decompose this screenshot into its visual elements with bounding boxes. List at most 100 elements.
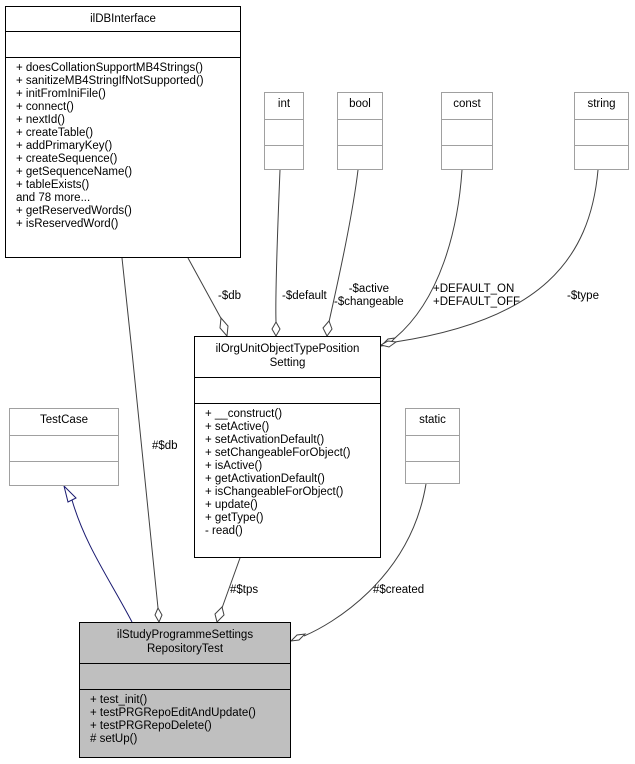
method-item: + tableExists() bbox=[16, 179, 90, 191]
methods-section bbox=[442, 145, 492, 169]
class-title: ilOrgUnitObjectTypePosition Setting bbox=[195, 337, 380, 377]
edge-label-active-changeable: -$active -$changeable bbox=[334, 283, 404, 309]
diamond-setting-repotest bbox=[214, 606, 225, 623]
methods-section: + doesCollationSupportMB4Strings() + san… bbox=[6, 57, 240, 231]
attributes-section bbox=[80, 663, 290, 689]
method-item: + initFromIniFile() bbox=[16, 88, 106, 100]
diamond-db-repotest bbox=[154, 606, 163, 624]
class-name: TestCase bbox=[40, 414, 88, 426]
method-item: # setUp() bbox=[90, 733, 138, 745]
method-item: + __construct() bbox=[205, 408, 283, 420]
methods-section: + __construct() + setActive() + setActiv… bbox=[195, 403, 380, 538]
methods-section bbox=[575, 145, 628, 169]
method-item: + createTable() bbox=[16, 127, 94, 139]
method-item: - read() bbox=[205, 525, 243, 537]
edge-label-line: +DEFAULT_OFF bbox=[433, 296, 521, 308]
method-item: + nextId() bbox=[16, 114, 65, 126]
method-item: + addPrimaryKey() bbox=[16, 140, 113, 152]
class-title: ilDBInterface bbox=[6, 7, 240, 31]
edge-bool-to-setting bbox=[328, 169, 359, 323]
edge-label-line: -$changeable bbox=[334, 296, 404, 308]
method-item: + testPRGRepoEditAndUpdate() bbox=[90, 707, 256, 719]
class-const: const bbox=[441, 92, 493, 170]
method-item: + setActive() bbox=[205, 421, 270, 433]
class-title: static bbox=[406, 409, 459, 435]
edge-label-default-on-off: +DEFAULT_ON +DEFAULT_OFF bbox=[433, 283, 520, 309]
class-name: ilDBInterface bbox=[90, 13, 156, 25]
more-methods-note: and 78 more... bbox=[16, 192, 91, 204]
diamond-db-setting bbox=[219, 316, 229, 338]
attributes-section bbox=[195, 377, 380, 403]
edge-label-line: +DEFAULT_ON bbox=[433, 283, 515, 295]
class-ilorgunitobjecttypepositionsetting: ilOrgUnitObjectTypePosition Setting + __… bbox=[194, 336, 381, 558]
method-item: + test_init() bbox=[90, 694, 148, 706]
class-bool: bool bbox=[337, 92, 383, 170]
class-name: int bbox=[277, 98, 291, 110]
method-item: + getReservedWords() bbox=[16, 205, 132, 217]
edge-label-default: -$default bbox=[282, 290, 327, 302]
class-name-line: RepositoryTest bbox=[146, 643, 224, 655]
method-item: + doesCollationSupportMB4Strings() bbox=[16, 62, 203, 74]
diamond-int-setting bbox=[271, 320, 281, 338]
attributes-section bbox=[575, 119, 628, 145]
edge-const-to-setting bbox=[394, 169, 463, 339]
class-title: const bbox=[442, 93, 492, 119]
class-title: ilStudyProgrammeSettings RepositoryTest bbox=[80, 623, 290, 663]
class-testcase: TestCase bbox=[9, 408, 119, 486]
edge-db-to-repotest bbox=[121, 257, 159, 609]
class-name: const bbox=[453, 98, 481, 110]
class-ilstudyprogrammesettingsrepositorytest: ilStudyProgrammeSettings RepositoryTest … bbox=[79, 622, 291, 758]
method-item: + isReservedWord() bbox=[16, 218, 119, 230]
edge-int-to-setting bbox=[275, 169, 281, 323]
class-name: static bbox=[419, 414, 446, 426]
edge-inheritance bbox=[71, 499, 133, 623]
method-item: + sanitizeMB4StringIfNotSupported() bbox=[16, 75, 204, 87]
diamond-bool-setting bbox=[322, 320, 333, 337]
method-item: + connect() bbox=[16, 101, 74, 113]
methods-section bbox=[10, 461, 118, 485]
methods-section bbox=[265, 145, 303, 169]
method-item: + testPRGRepoDelete() bbox=[90, 720, 212, 732]
class-int: int bbox=[264, 92, 304, 170]
edge-label-db-test: #$db bbox=[152, 440, 178, 452]
class-name-line: Setting bbox=[269, 357, 306, 369]
class-name-line: ilStudyProgrammeSettings bbox=[116, 629, 254, 641]
class-title: int bbox=[265, 93, 303, 119]
attributes-section bbox=[265, 119, 303, 145]
edge-label-type: -$type bbox=[567, 290, 599, 302]
attributes-section bbox=[6, 31, 240, 57]
method-item: + getActivationDefault() bbox=[205, 473, 325, 485]
class-name: string bbox=[587, 98, 616, 110]
edge-setting-to-repotest bbox=[221, 557, 241, 609]
edge-label-tps: #$tps bbox=[230, 584, 259, 596]
methods-section: + test_init() + testPRGRepoEditAndUpdate… bbox=[80, 689, 290, 746]
method-item: + getSequenceName() bbox=[16, 166, 133, 178]
method-item: + getType() bbox=[205, 512, 264, 524]
method-item: + update() bbox=[205, 499, 258, 511]
attributes-section bbox=[442, 119, 492, 145]
method-item: + isChangeableForObject() bbox=[205, 486, 344, 498]
method-item: + isActive() bbox=[205, 460, 263, 472]
methods-section bbox=[338, 145, 382, 169]
edge-label-created: #$created bbox=[373, 584, 425, 596]
class-title: bool bbox=[338, 93, 382, 119]
edge-string-to-setting bbox=[394, 169, 599, 343]
method-item: + createSequence() bbox=[16, 153, 118, 165]
edge-label-line: -$active bbox=[348, 283, 389, 295]
class-string: string bbox=[574, 92, 629, 170]
attributes-section bbox=[338, 119, 382, 145]
attributes-section bbox=[10, 435, 118, 461]
method-item: + setActivationDefault() bbox=[205, 434, 325, 446]
inheritance-arrowhead bbox=[63, 484, 77, 503]
class-static: static bbox=[405, 408, 460, 484]
class-ildbinterface: ilDBInterface + doesCollationSupportMB4S… bbox=[5, 6, 241, 258]
method-item: + setChangeableForObject() bbox=[205, 447, 351, 459]
methods-section bbox=[406, 461, 459, 483]
attributes-section bbox=[406, 435, 459, 461]
edge-static-to-repotest bbox=[303, 483, 427, 637]
class-title: TestCase bbox=[10, 409, 118, 435]
class-name: bool bbox=[349, 98, 371, 110]
class-title: string bbox=[575, 93, 628, 119]
edge-label-db: -$db bbox=[218, 290, 242, 302]
